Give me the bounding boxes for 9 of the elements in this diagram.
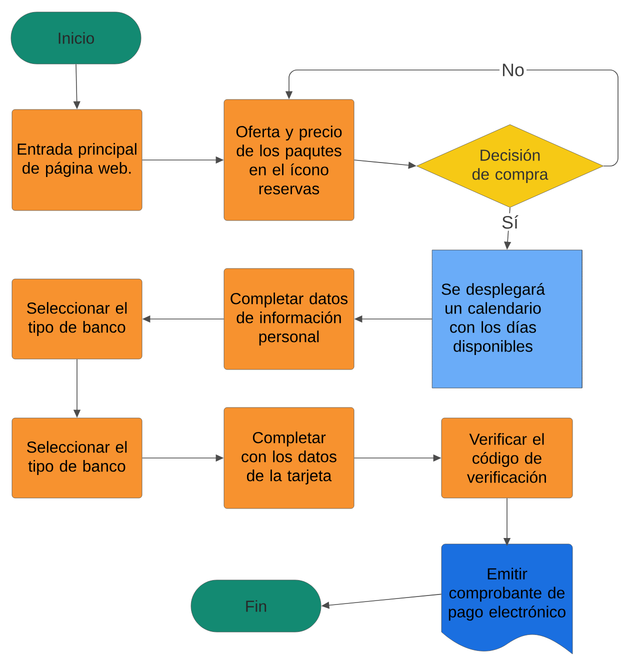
process-box: Verificar el código de verificación xyxy=(441,418,573,498)
process-box: Entrada principal de página web. xyxy=(12,109,142,211)
process-box: Seleccionar el tipo de banco xyxy=(12,418,142,498)
process-box: Seleccionar el tipo de banco xyxy=(12,278,142,360)
process-box: Oferta y precio de los paqutes en el ícono reservas xyxy=(224,99,354,221)
process-box: Completar datos de información personal xyxy=(224,268,354,370)
process-box: Completar con los datos de la tarjeta xyxy=(224,407,354,509)
edge-label: Sí xyxy=(500,213,520,231)
edge-label: No xyxy=(500,62,526,78)
